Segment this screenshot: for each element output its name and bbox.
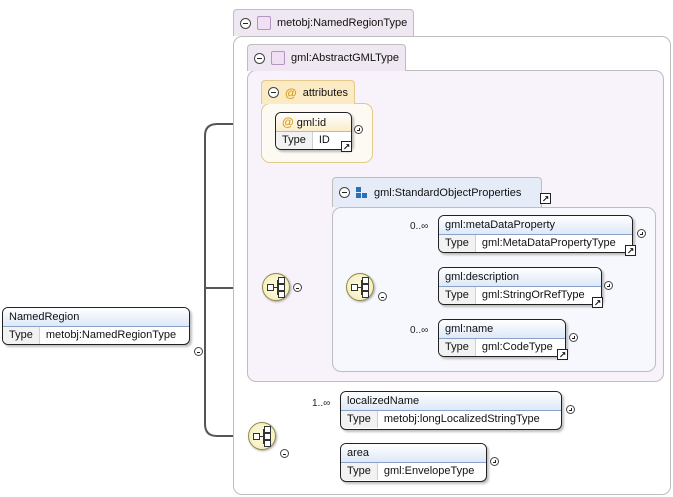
root-header: NamedRegion: [3, 308, 189, 327]
collapse-icon[interactable]: [280, 449, 289, 458]
standard-object-properties-tab: gml:StandardObjectProperties: [332, 177, 543, 207]
abstract-gml-type-title: gml:AbstractGMLType: [291, 52, 399, 64]
sequence-compositor-icon[interactable]: [248, 422, 276, 450]
gml-description-element[interactable]: gml:description Type gml:StringOrRefType: [438, 267, 602, 305]
attributes-tab: @ attributes: [261, 80, 355, 104]
collapse-icon[interactable]: [194, 347, 203, 356]
named-region-root-element[interactable]: NamedRegion Type metobj:NamedRegionType: [2, 307, 190, 345]
type-label: Type: [341, 411, 378, 428]
gml-id-header: @ gml:id: [276, 113, 351, 132]
element-type-row: Type gml:StringOrRefType: [439, 287, 601, 304]
collapse-icon[interactable]: [240, 17, 251, 29]
root-type-row: Type metobj:NamedRegionType: [3, 327, 189, 344]
element-header: gml:description: [439, 268, 601, 287]
element-header: area: [341, 444, 486, 463]
type-value: gml:EnvelopeType: [383, 465, 475, 477]
complex-type-icon: [257, 16, 271, 30]
gml-metadataproperty-element[interactable]: gml:metaDataProperty Type gml:MetaDataPr…: [438, 215, 633, 253]
abstract-gml-type-tab: gml:AbstractGMLType: [247, 44, 406, 71]
gml-id-type-row: Type ID: [276, 132, 351, 149]
expand-icon[interactable]: [354, 125, 363, 134]
collapse-icon[interactable]: [268, 87, 279, 98]
element-type-row: Type gml:CodeType: [439, 339, 565, 356]
gml-id-type-label: Type: [276, 132, 313, 149]
reference-arrow-icon[interactable]: ↗: [592, 297, 603, 308]
collapse-icon[interactable]: [293, 283, 302, 292]
collapse-icon[interactable]: [378, 292, 387, 301]
element-type-row: Type gml:EnvelopeType: [341, 463, 486, 480]
collapse-icon[interactable]: [339, 187, 350, 198]
gml-name-element[interactable]: gml:name Type gml:CodeType: [438, 319, 566, 357]
element-type-row: Type metobj:longLocalizedStringType: [341, 411, 561, 428]
expand-icon[interactable]: [604, 281, 613, 290]
type-value: metobj:longLocalizedStringType: [383, 413, 540, 425]
model-group-icon: [356, 186, 368, 199]
localized-name-element[interactable]: localizedName Type metobj:longLocalizedS…: [340, 391, 562, 430]
type-label: Type: [439, 287, 476, 304]
gml-id-attribute[interactable]: @ gml:id Type ID: [275, 112, 352, 150]
attribute-at-icon: @: [282, 115, 294, 129]
type-value: gml:StringOrRefType: [481, 289, 585, 301]
reference-arrow-icon[interactable]: ↗: [557, 349, 568, 360]
type-label: Type: [439, 339, 476, 356]
reference-arrow-icon[interactable]: ↗: [341, 141, 352, 152]
root-type-value: metobj:NamedRegionType: [45, 329, 177, 341]
gml-id-type-value: ID: [318, 134, 330, 146]
cardinality-label: 0..∞: [410, 325, 429, 336]
root-type-label: Type: [3, 327, 40, 344]
area-element[interactable]: area Type gml:EnvelopeType: [340, 443, 487, 482]
complex-type-icon: [271, 51, 285, 65]
reference-arrow-icon[interactable]: ↗: [625, 245, 636, 256]
cardinality-label: 1..∞: [312, 398, 331, 409]
expand-icon[interactable]: [569, 333, 578, 342]
type-value: gml:CodeType: [481, 341, 553, 353]
element-header: localizedName: [341, 392, 561, 411]
expand-icon[interactable]: [490, 457, 499, 466]
collapse-icon[interactable]: [254, 52, 265, 64]
reference-arrow-icon[interactable]: ↗: [540, 193, 551, 204]
element-header: gml:name: [439, 320, 565, 339]
named-region-type-title: metobj:NamedRegionType: [277, 17, 408, 29]
type-label: Type: [341, 463, 378, 480]
sequence-compositor-icon[interactable]: [346, 273, 374, 301]
element-type-row: Type gml:MetaDataPropertyType: [439, 235, 632, 252]
gml-id-name: gml:id: [296, 117, 327, 129]
sequence-compositor-icon[interactable]: [262, 273, 290, 301]
attribute-at-icon: @: [285, 85, 297, 100]
type-label: Type: [439, 235, 476, 252]
attributes-title: attributes: [302, 86, 348, 99]
cardinality-label: 0..∞: [410, 221, 429, 232]
named-region-type-tab: metobj:NamedRegionType: [233, 9, 415, 36]
type-value: gml:MetaDataPropertyType: [481, 237, 616, 249]
standard-object-properties-title: gml:StandardObjectProperties: [374, 186, 522, 199]
element-header: gml:metaDataProperty: [439, 216, 632, 235]
expand-icon[interactable]: [566, 405, 575, 414]
expand-icon[interactable]: [637, 229, 646, 238]
